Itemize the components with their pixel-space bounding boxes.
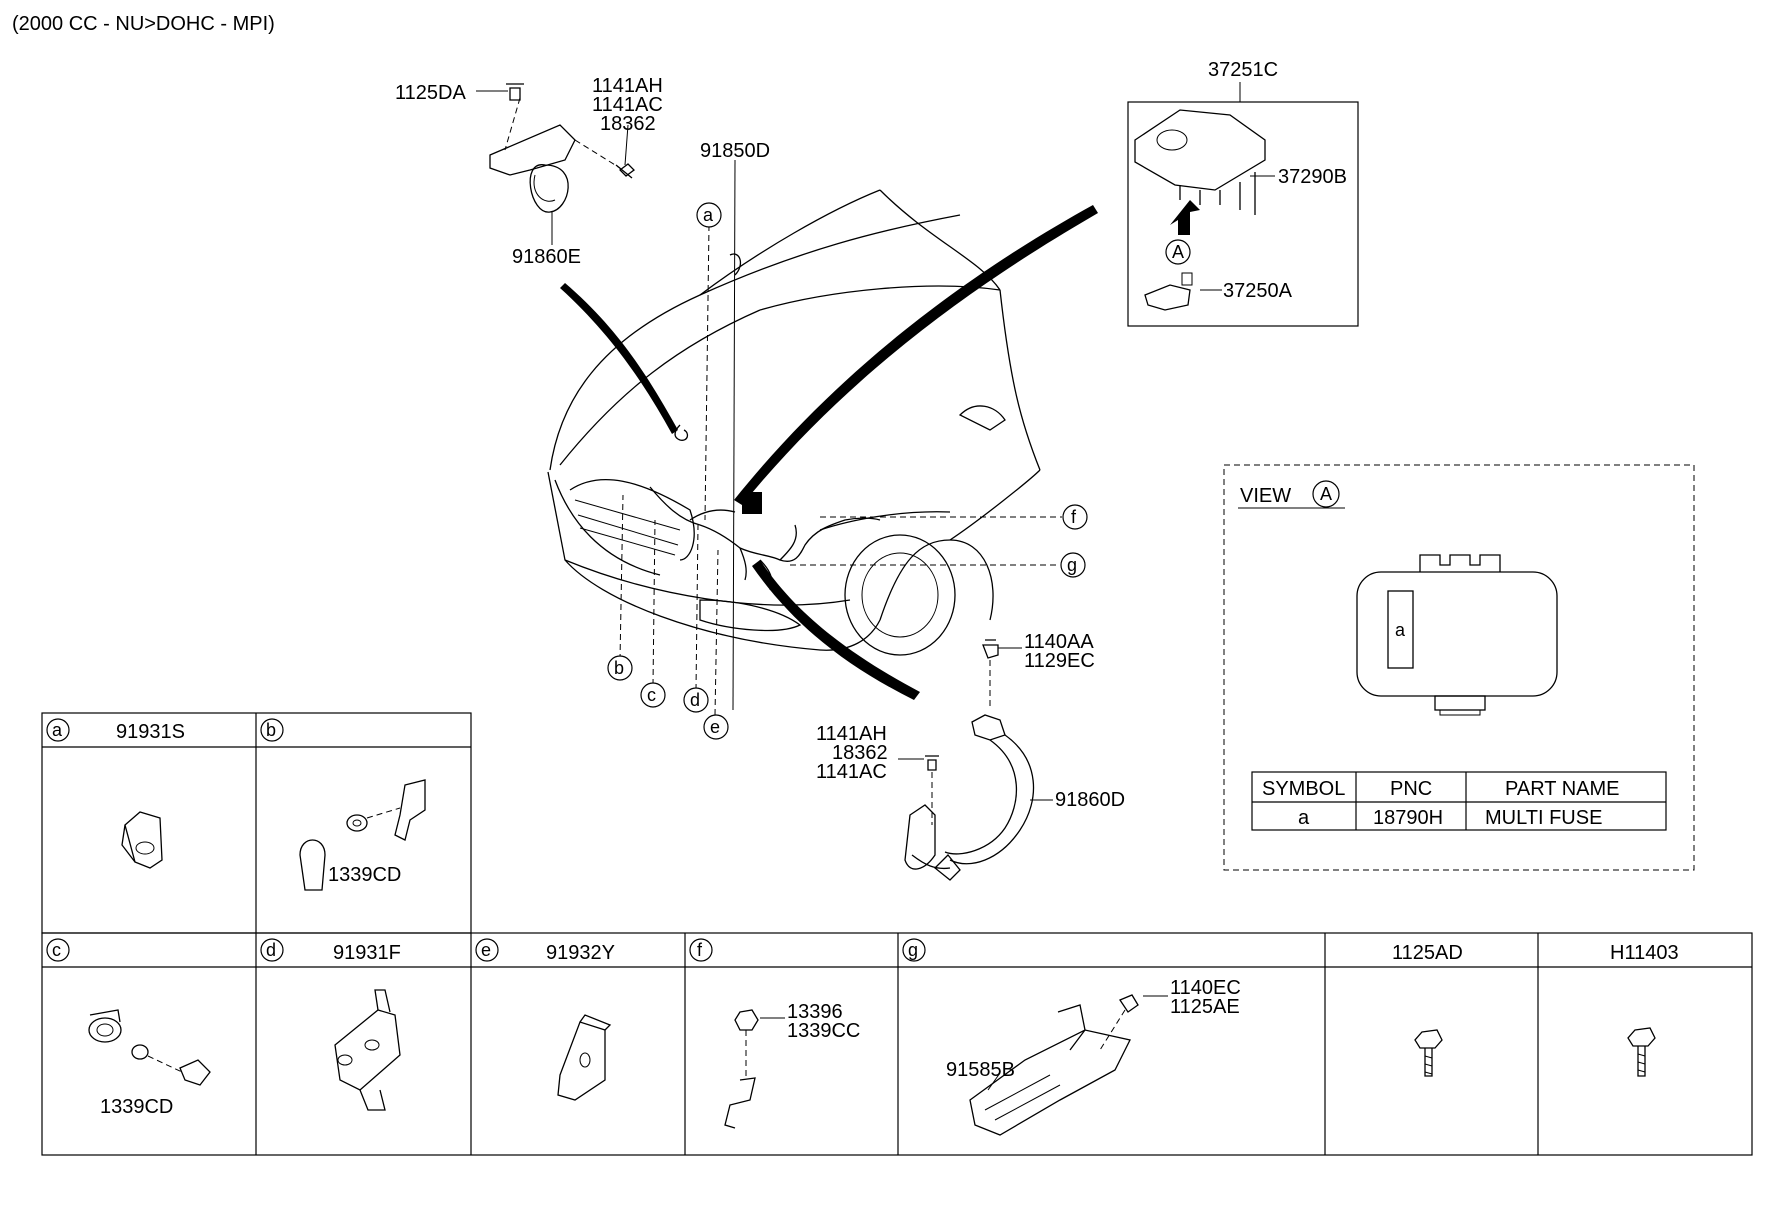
cell-e-bracket-drawing — [557, 1014, 612, 1101]
cell-g-letter-circle — [902, 938, 926, 962]
cell-g-protector-drawing — [969, 994, 1139, 1136]
cell-e-title: 91932Y — [546, 942, 615, 964]
parts-grid-bottom — [41, 932, 1753, 1156]
callout-circle-b — [607, 655, 633, 681]
cell-1125ad-title: 1125AD — [1392, 942, 1463, 964]
harness-label-91860e: 91860E — [512, 246, 581, 268]
multi-fuse-drawing — [1356, 554, 1558, 716]
cell-c-letter-circle — [46, 938, 70, 962]
cell-g-letter: g — [908, 940, 918, 960]
part-label-18362-top: 18362 — [600, 113, 656, 135]
lower-bolt-label-1140aa: 1140AA — [1024, 631, 1094, 653]
letter-leaders — [619, 159, 1062, 716]
fuse-table-cell-symbol: a — [1298, 807, 1310, 829]
cell-a-bracket-drawing — [121, 811, 163, 869]
callout-letter-f: f — [1071, 507, 1077, 527]
callout-circle-f — [1062, 504, 1088, 530]
part-label-1141ah-top: 1141AH — [592, 75, 663, 97]
harness-label-91860d: 91860D — [1055, 789, 1125, 811]
cell-b-label-1339cd: 1339CD — [328, 864, 401, 886]
callout-circle-c — [640, 682, 666, 708]
cell-f-label-13396: 13396 — [787, 1001, 843, 1023]
car-outline — [547, 189, 1041, 656]
callout-letter-c: c — [647, 685, 656, 705]
parts-grid-top — [41, 712, 472, 934]
cell-f-letter-circle — [689, 938, 713, 962]
fuse-assy-label: 37251C — [1208, 59, 1278, 81]
cell-f-label-1339cc: 1339CC — [787, 1020, 860, 1042]
cell-g-label-1125ae: 1125AE — [1170, 996, 1240, 1018]
callout-letter-d: d — [690, 690, 700, 710]
bolt-label-1125da: 1125DA — [395, 82, 466, 104]
cell-a-title: 91931S — [116, 721, 185, 743]
lower-part-label-1141ah: 1141AH — [816, 723, 887, 745]
cell-e-letter-circle — [475, 938, 499, 962]
cell-c-label-1339cd: 1339CD — [100, 1096, 173, 1118]
fuse-table-cell-part-name: MULTI FUSE — [1485, 807, 1602, 829]
cell-e-letter: e — [481, 940, 491, 960]
harness-label-91850d: 91850D — [700, 140, 770, 162]
callout-circle-d — [683, 687, 709, 713]
view-a-title-marker-circle — [1312, 480, 1340, 508]
cell-d-title: 91931F — [333, 942, 401, 964]
leader-swooshes — [560, 205, 1098, 700]
part-label-1141ac-top: 1141AC — [592, 94, 663, 116]
fuse-body-label: 37250A — [1223, 280, 1293, 302]
harness-91860d-drawing — [904, 639, 1035, 881]
fuse-table-header-pnc: PNC — [1390, 778, 1432, 800]
fuse-assy-box — [1127, 101, 1359, 327]
cell-d-letter: d — [266, 940, 276, 960]
lower-part-label-18362: 18362 — [832, 742, 888, 764]
fuse-table-cell-pnc: 18790H — [1373, 807, 1443, 829]
fuse-cover-label: 37290B — [1278, 166, 1347, 188]
bolt-1125ad-icon — [1414, 1029, 1443, 1077]
cell-f-letter: f — [697, 940, 703, 960]
engine-harness — [649, 424, 881, 591]
view-a-title-marker-letter: A — [1320, 484, 1332, 504]
view-a-panel — [1223, 464, 1695, 871]
callout-letter-a: a — [703, 205, 714, 225]
cell-g-label-91585b: 91585B — [946, 1059, 1015, 1081]
fuse-table-header-symbol: SYMBOL — [1262, 778, 1345, 800]
cell-g-label-1140ec: 1140EC — [1170, 977, 1241, 999]
harness-91860e-drawing — [476, 83, 635, 245]
callout-circle-e — [703, 714, 729, 740]
fuse-table — [1251, 771, 1667, 831]
cell-b-clip-drawing — [299, 779, 426, 891]
engine-spec-label: (2000 CC - NU>DOHC - MPI) — [12, 13, 275, 35]
cell-c-letter: c — [52, 940, 61, 960]
fuse-table-header-part-name: PART NAME — [1505, 778, 1619, 800]
cell-b-letter-circle — [260, 718, 284, 742]
callout-letter-b: b — [614, 658, 624, 678]
callout-letter-g: g — [1067, 555, 1077, 575]
lower-part-label-1141ac: 1141AC — [816, 761, 887, 783]
view-a-marker-letter: A — [1172, 242, 1184, 262]
cell-c-grommet-drawing — [88, 1009, 211, 1086]
fuse-box-drawing — [1134, 109, 1266, 311]
cell-a-letter: a — [52, 720, 63, 740]
view-a-title: VIEW — [1240, 485, 1291, 507]
cell-h11403-title: H11403 — [1610, 942, 1679, 964]
callout-circle-g — [1060, 552, 1086, 578]
bolt-h11403-icon — [1627, 1027, 1656, 1077]
cell-d-letter-circle — [260, 938, 284, 962]
multi-fuse-slot-label: a — [1395, 620, 1406, 640]
letter-callouts: a b c d e f g — [607, 202, 1088, 740]
cell-b-letter: b — [266, 720, 276, 740]
cell-a-letter-circle — [46, 718, 70, 742]
callout-letter-e: e — [710, 717, 720, 737]
cell-d-bracket-drawing — [334, 989, 401, 1111]
callout-circle-a — [696, 202, 722, 228]
lower-bolt-label-1129ec: 1129EC — [1024, 650, 1095, 672]
view-a-marker-circle — [1165, 239, 1191, 265]
cell-f-nut-drawing — [724, 1009, 759, 1129]
